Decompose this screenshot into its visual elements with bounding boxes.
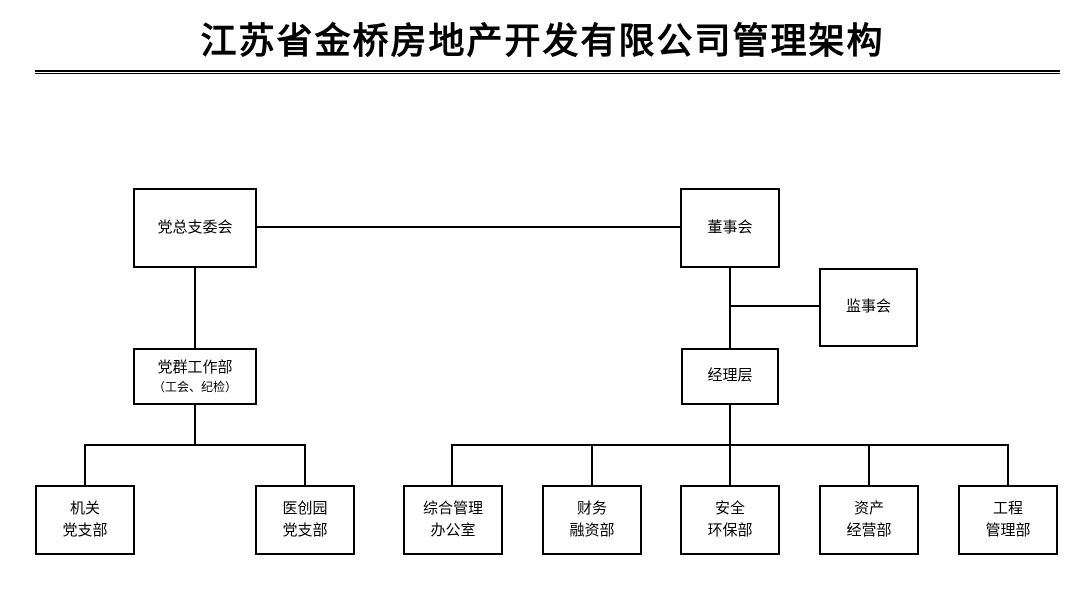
node-label-line2: 管理部: [985, 523, 1031, 539]
node-label: 监事会: [845, 299, 891, 316]
node-label-line2: 党支部: [282, 523, 328, 539]
node-label: 经理层: [707, 368, 753, 385]
node-label: 党群工作部: [157, 360, 233, 377]
edge-down-to-organ-branch: [84, 444, 86, 485]
org-node-finance-financing-dept: 财务 融资部: [542, 485, 642, 555]
node-label: 党总支委会: [157, 219, 233, 236]
org-node-supervisory-board: 监事会: [819, 268, 918, 347]
node-label-line2: 融资部: [569, 523, 615, 539]
node-label-line1: 机关: [69, 500, 100, 517]
node-label-line1: 资产: [853, 500, 884, 517]
edge-party-masses-down: [194, 405, 196, 446]
connector-left-branch-horizontal: [84, 444, 306, 446]
edge-party-committee-to-party-masses: [194, 268, 196, 348]
page-title: 江苏省金桥房地产开发有限公司管理架构: [200, 21, 885, 61]
edge-down-to-engineering: [1007, 444, 1009, 485]
node-label: 董事会: [707, 219, 753, 236]
org-node-management-level: 经理层: [681, 348, 779, 405]
node-label-line2: 环保部: [707, 523, 753, 539]
node-label-line1: 工程: [992, 500, 1023, 517]
node-label-line2: 经营部: [846, 523, 892, 539]
node-label-line1: 综合管理: [422, 500, 483, 517]
node-sublabel: （工会、纪检）: [152, 379, 237, 394]
node-label-line1: 安全: [714, 500, 745, 517]
edge-down-to-assets: [868, 444, 870, 485]
org-node-engineering-management-dept: 工程 管理部: [958, 485, 1058, 555]
org-node-general-management-office: 综合管理 办公室: [403, 485, 503, 555]
node-label-line2: 办公室: [430, 523, 476, 539]
edge-down-to-general-office: [451, 444, 453, 485]
node-label-line1: 财务: [576, 500, 607, 517]
node-label-line1: 医创园: [282, 500, 328, 517]
edge-down-to-finance: [591, 444, 593, 485]
org-node-safety-environment-dept: 安全 环保部: [680, 485, 780, 555]
org-node-yichuangyuan-party-branch: 医创园 党支部: [255, 485, 355, 555]
connector-right-branch-horizontal: [451, 444, 1009, 446]
org-node-board-of-directors: 董事会: [680, 188, 780, 268]
org-node-asset-operation-dept: 资产 经营部: [819, 485, 919, 555]
edge-party-committee-to-board: [257, 226, 680, 228]
title-double-rule: [35, 70, 1060, 74]
edge-board-to-managers: [729, 268, 731, 348]
org-node-organ-party-branch: 机关 党支部: [35, 485, 135, 555]
org-node-party-general-branch-committee: 党总支委会: [133, 188, 257, 268]
node-label-line2: 党支部: [62, 523, 108, 539]
org-node-party-masses-work-dept: 党群工作部 （工会、纪检）: [133, 348, 257, 405]
edge-board-line-to-supervisory: [730, 305, 819, 307]
edge-down-to-yichuangyuan-branch: [304, 444, 306, 485]
